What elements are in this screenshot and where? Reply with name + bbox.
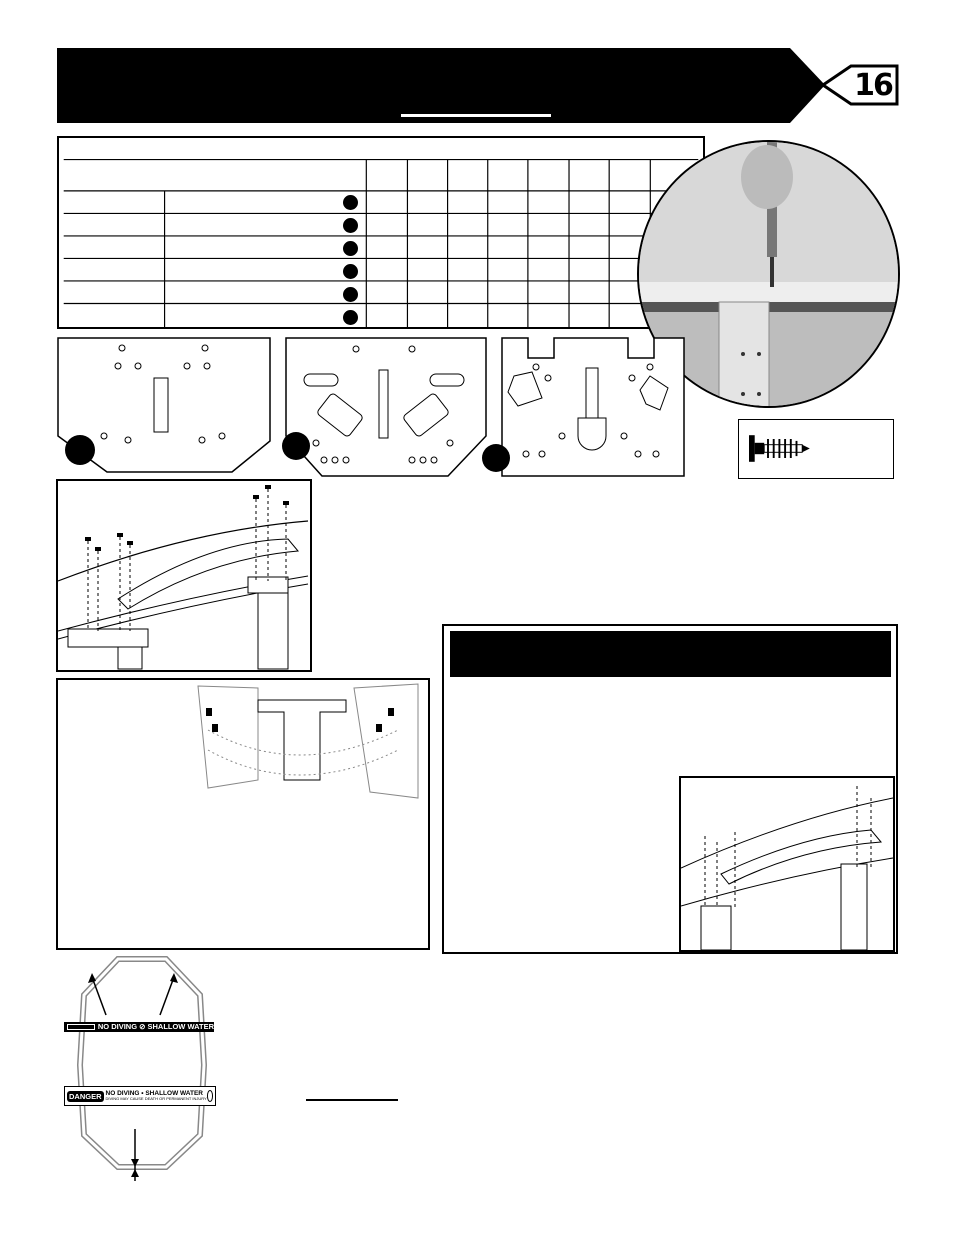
bracket-plate-b [282, 337, 487, 477]
no-diving-sign-small: NO DIVING ⊘ SHALLOW WATER [64, 1022, 214, 1032]
sign-label-plate [67, 1024, 95, 1030]
row-marker [343, 287, 358, 302]
sign-small-text: NO DIVING ⊘ SHALLOW WATER [97, 1022, 214, 1031]
top-rail-figure [56, 479, 312, 672]
inset-illustration [680, 786, 894, 951]
page-number: 16 [854, 67, 894, 103]
row-marker [343, 310, 358, 325]
inset-figure [679, 776, 895, 952]
underline-rule [306, 1099, 398, 1101]
page-number-tab [821, 64, 899, 106]
row-marker [343, 264, 358, 279]
bracket-plate-a [57, 337, 271, 473]
pool-outline [76, 956, 208, 1181]
note-header [450, 631, 891, 677]
danger-sign-text: NO DIVING • SHALLOW WATER [105, 1089, 203, 1097]
danger-sign-subtext: DIVING MAY CAUSE DEATH OR PERMANENT INJU… [105, 1096, 207, 1102]
top-rail-illustration [57, 485, 309, 670]
row-marker [343, 195, 358, 210]
title-banner [57, 48, 825, 123]
row-marker [343, 241, 358, 256]
screw-icon [749, 435, 810, 462]
danger-badge: DANGER [67, 1090, 104, 1102]
parts-table [57, 136, 705, 329]
danger-sign: DANGER NO DIVING • SHALLOW WATER DIVING … [64, 1086, 216, 1106]
no-diving-icon [206, 1090, 213, 1102]
connector-illustration [197, 683, 419, 799]
connector-figure [56, 678, 430, 950]
table-grid [63, 158, 699, 327]
bracket-plate-c [482, 337, 685, 477]
row-marker [343, 218, 358, 233]
screw-callout [738, 419, 894, 479]
